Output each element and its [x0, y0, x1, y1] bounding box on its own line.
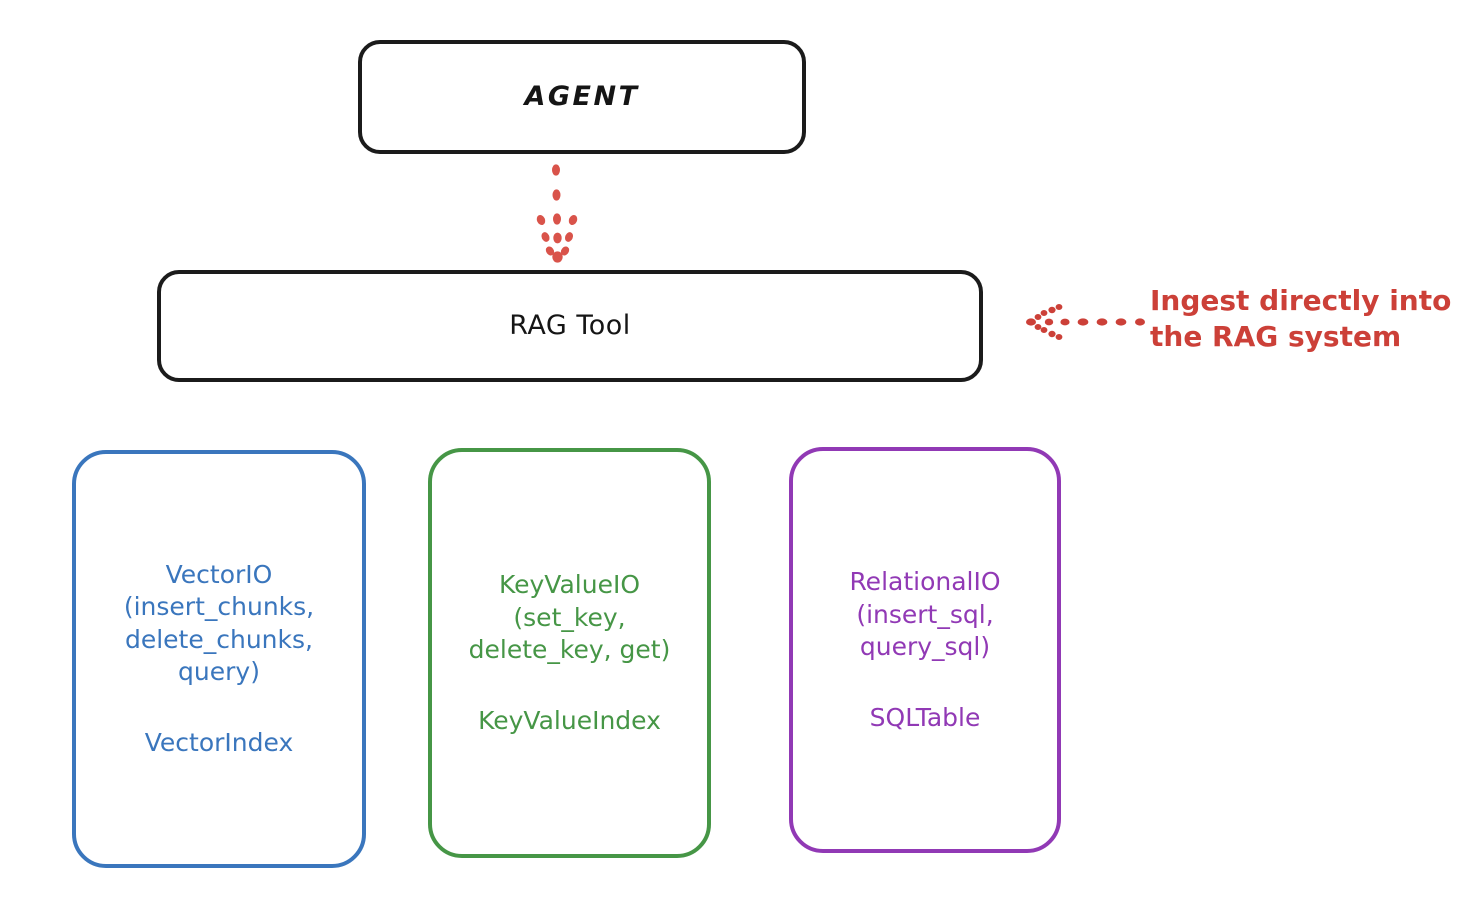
node-rag-tool[interactable]: RAG Tool — [157, 270, 983, 382]
node-vector-io[interactable]: VectorIO (insert_chunks, delete_chunks, … — [72, 450, 366, 868]
node-relational-io-methods: RelationalIO (insert_sql, query_sql) — [849, 567, 1001, 661]
node-agent-label: AGENT — [524, 80, 640, 112]
node-keyvalue-io[interactable]: KeyValueIO (set_key, delete_key, get) Ke… — [428, 448, 711, 858]
node-vector-io-index: VectorIndex — [144, 727, 294, 757]
annotation-ingest-note: Ingest directly into the RAG system — [1150, 284, 1452, 353]
node-keyvalue-io-methods: KeyValueIO (set_key, delete_key, get) — [468, 570, 671, 664]
node-agent[interactable]: AGENT — [358, 40, 806, 154]
node-vector-io-methods: VectorIO (insert_chunks, delete_chunks, … — [123, 559, 315, 687]
node-relational-io-table: SQLTable — [869, 702, 981, 732]
dotted-left-arrow-icon — [1026, 304, 1145, 340]
node-relational-io[interactable]: RelationalIO (insert_sql, query_sql) SQL… — [789, 447, 1061, 853]
node-keyvalue-io-index: KeyValueIndex — [478, 705, 661, 735]
node-rag-tool-label: RAG Tool — [509, 309, 631, 341]
dotted-down-arrow-icon — [536, 164, 578, 263]
